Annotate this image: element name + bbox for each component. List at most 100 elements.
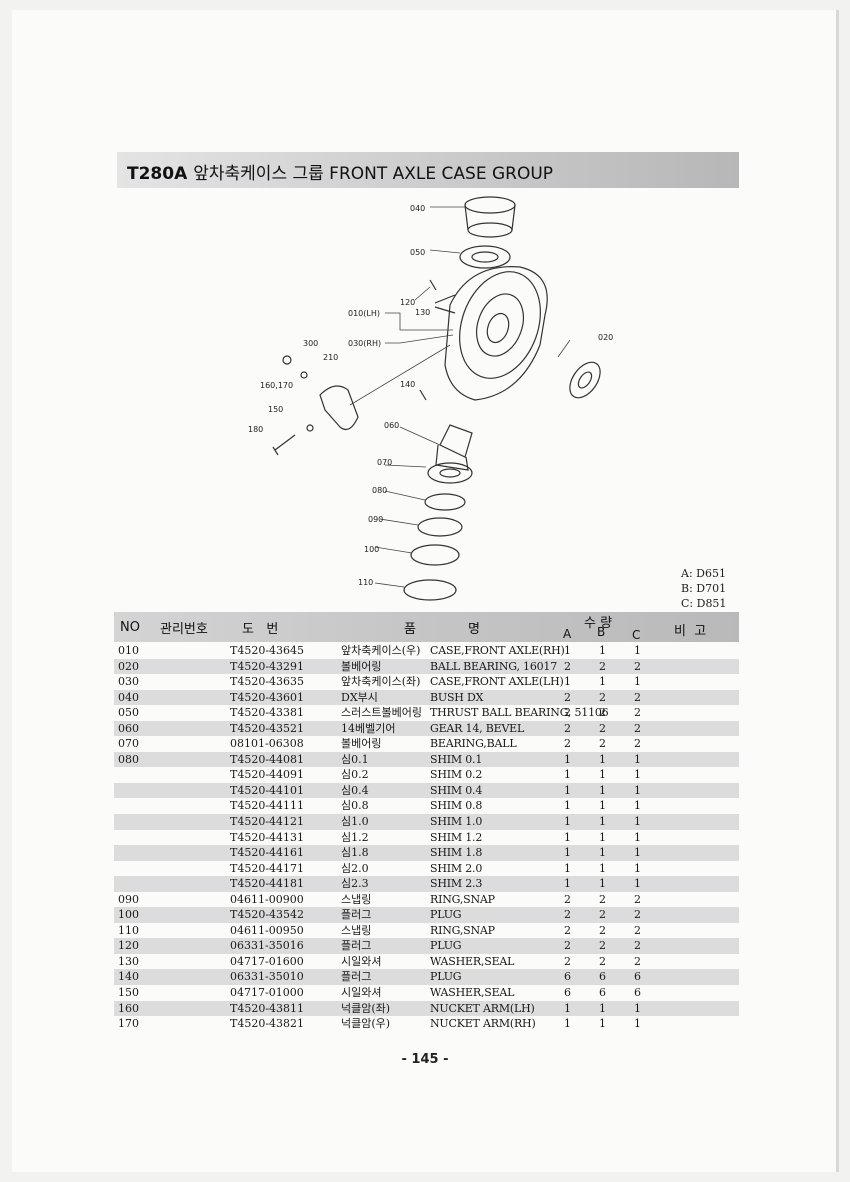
cell-qty-b: 1 <box>599 752 606 766</box>
cell-korean-name: 스냅링 <box>341 892 372 906</box>
cell-no: 040 <box>118 690 139 704</box>
cell-no: 110 <box>118 923 139 937</box>
cell-qty-b: 1 <box>599 830 606 844</box>
cell-english-name: NUCKET ARM(LH) <box>430 1001 535 1015</box>
cell-part-number: T4520-44111 <box>230 799 305 813</box>
group-title: 앞차축케이스 그룹 FRONT AXLE CASE GROUP <box>193 164 554 184</box>
callout-label: 180 <box>248 425 263 434</box>
cell-english-name: SHIM 2.3 <box>430 877 483 891</box>
cell-qty-a: 1 <box>564 752 571 766</box>
cell-qty-b: 1 <box>599 783 606 797</box>
cell-part-number: T4520-44171 <box>230 861 305 875</box>
callout-label: 070 <box>377 458 392 467</box>
header-mgmt-no: 관리번호 <box>160 622 208 637</box>
callout-label: 130 <box>415 308 430 317</box>
cell-english-name: BUSH DX <box>430 690 484 704</box>
cell-part-number: 06331-35010 <box>230 970 304 984</box>
cell-qty-c: 2 <box>634 892 641 906</box>
cell-qty-a: 1 <box>564 1001 571 1015</box>
cell-no: 170 <box>118 1017 139 1031</box>
cell-part-number: T4520-43601 <box>230 690 305 704</box>
cell-korean-name: 심1.8 <box>341 846 369 860</box>
cell-part-number: T4520-43542 <box>230 908 305 922</box>
cell-no: 020 <box>118 659 139 673</box>
cell-korean-name: 넉클암(우) <box>341 1017 391 1031</box>
cell-qty-a: 2 <box>564 690 571 704</box>
cell-no: 120 <box>118 939 139 953</box>
cell-qty-b: 1 <box>599 799 606 813</box>
header-remarks: 비 고 <box>674 624 707 639</box>
cell-qty-b: 2 <box>599 923 606 937</box>
cell-part-number: 04717-01600 <box>230 954 304 968</box>
cell-english-name: WASHER,SEAL <box>430 954 515 968</box>
model-b: B: D701 <box>681 582 727 595</box>
cell-qty-a: 1 <box>564 783 571 797</box>
cell-english-name: SHIM 0.2 <box>430 768 483 782</box>
cell-korean-name: 심1.2 <box>341 830 369 844</box>
cell-english-name: SHIM 1.2 <box>430 830 483 844</box>
cell-qty-a: 1 <box>564 830 571 844</box>
cell-qty-c: 6 <box>634 986 641 1000</box>
header-drawing-no: 도 번 <box>242 622 279 637</box>
cell-qty-b: 1 <box>599 1001 606 1015</box>
cell-no: 070 <box>118 737 139 751</box>
cell-no: 010 <box>118 644 139 657</box>
cell-qty-b: 6 <box>599 970 606 984</box>
cell-english-name: GEAR 14, BEVEL <box>430 721 525 735</box>
cell-qty-c: 1 <box>634 799 641 813</box>
cell-qty-b: 1 <box>599 644 606 657</box>
cell-qty-b: 2 <box>599 892 606 906</box>
cell-korean-name: 넉클암(좌) <box>341 1001 391 1015</box>
cell-qty-a: 6 <box>564 970 571 984</box>
cell-qty-b: 1 <box>599 861 606 875</box>
cell-qty-b: 1 <box>599 1017 606 1031</box>
cell-part-number: T4520-43811 <box>230 1001 305 1015</box>
cell-qty-a: 1 <box>564 1017 571 1031</box>
cell-qty-a: 2 <box>564 737 571 751</box>
cell-english-name: PLUG <box>430 939 462 953</box>
cell-qty-c: 1 <box>634 768 641 782</box>
callout-label: 040 <box>410 204 425 213</box>
cell-no: 150 <box>118 986 139 1000</box>
cell-english-name: SHIM 1.8 <box>430 846 483 860</box>
header-qty-a: A <box>563 627 572 641</box>
cell-qty-b: 1 <box>599 815 606 829</box>
cell-korean-name: 심0.1 <box>341 752 369 766</box>
cell-korean-name: 시일와셔 <box>341 986 382 1000</box>
cell-qty-b: 2 <box>599 939 606 953</box>
cell-qty-c: 2 <box>634 690 641 704</box>
cell-english-name: SHIM 2.0 <box>430 861 483 875</box>
cell-qty-c: 2 <box>634 737 641 751</box>
cell-qty-b: 2 <box>599 721 606 735</box>
cell-english-name: BALL BEARING, 16017 <box>430 659 558 673</box>
cell-qty-b: 1 <box>599 877 606 891</box>
cell-no: 100 <box>118 908 139 922</box>
header-name-2: 명 <box>468 622 480 637</box>
cell-qty-c: 2 <box>634 954 641 968</box>
callout-label: 140 <box>400 380 415 389</box>
cell-qty-a: 2 <box>564 706 571 720</box>
cell-korean-name: 플러그 <box>341 908 372 922</box>
cell-korean-name: 플러그 <box>341 939 372 953</box>
cell-english-name: WASHER,SEAL <box>430 986 515 1000</box>
callout-label: 150 <box>268 405 283 414</box>
header-name-1: 품 <box>404 622 416 637</box>
cell-korean-name: 시일와셔 <box>341 954 382 968</box>
cell-korean-name: 심2.0 <box>341 861 369 875</box>
cell-korean-name: 스러스트볼베어링 <box>341 706 422 720</box>
